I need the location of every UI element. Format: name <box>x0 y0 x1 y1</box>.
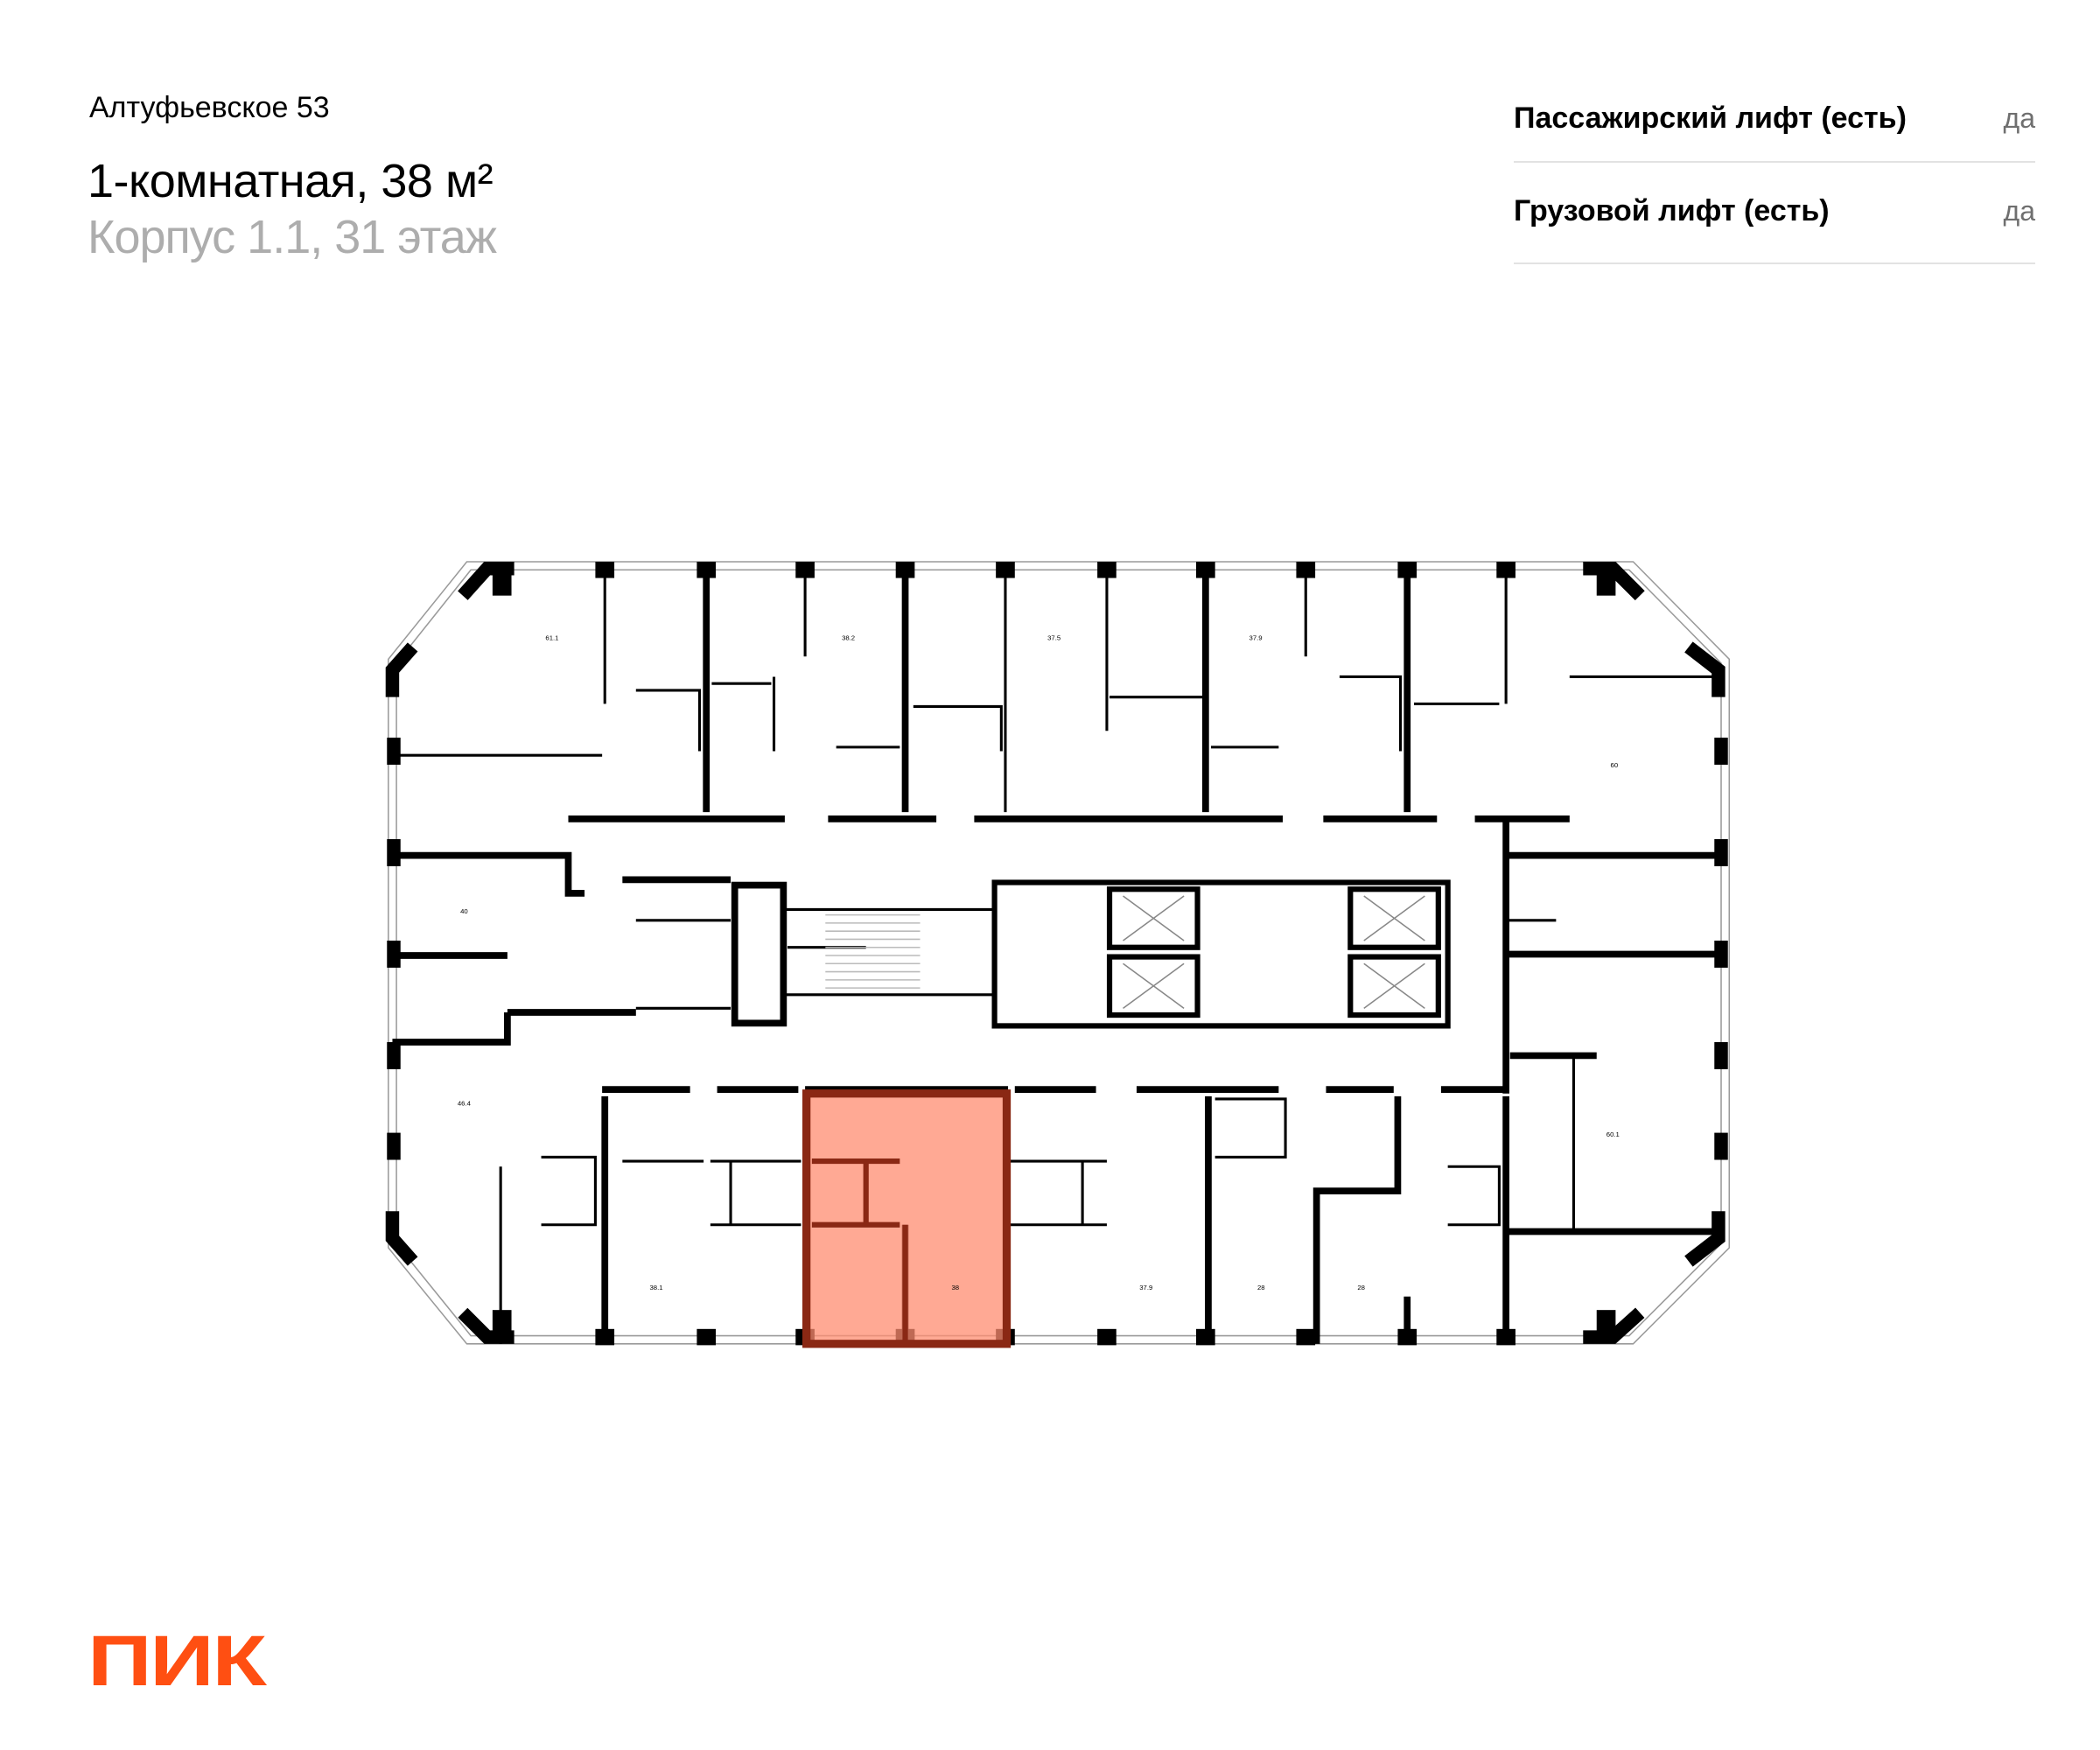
interior-walls <box>392 568 1722 1344</box>
building-floor: Корпус 1.1, 31 этаж <box>88 211 497 263</box>
feature-label: Пассажирский лифт (есть) <box>1514 101 1907 135</box>
area-label: 38.2 <box>842 634 855 642</box>
area-label: 40 <box>460 907 468 915</box>
corner-walls <box>385 562 1726 1344</box>
feature-value: да <box>2003 102 2035 134</box>
feature-freight-lift: Грузовой лифт (есть) да <box>1514 163 2035 264</box>
feature-label: Грузовой лифт (есть) <box>1514 193 1830 228</box>
pier <box>387 1041 401 1069</box>
features-list: Пассажирский лифт (есть) да Грузовой лиф… <box>1514 79 2035 264</box>
pier <box>387 941 401 968</box>
feature-passenger-lift: Пассажирский лифт (есть) да <box>1514 79 2035 163</box>
area-label-selected: 38 <box>951 1284 959 1292</box>
pier <box>387 1132 401 1160</box>
area-label: 46.4 <box>458 1100 472 1108</box>
project-name: Алтуфьевское 53 <box>89 91 330 124</box>
area-label: 60.1 <box>1606 1130 1620 1138</box>
pier <box>387 738 401 765</box>
apartment-title: 1-комнатная, 38 м² <box>88 155 494 207</box>
area-label: 28 <box>1257 1284 1265 1292</box>
elevator-icons <box>1106 886 1441 1018</box>
area-label: 38.1 <box>649 1284 662 1292</box>
area-label: 37.5 <box>1047 634 1060 642</box>
pier <box>1714 738 1728 765</box>
pier <box>1296 1328 1316 1346</box>
area-label: 60 <box>1611 761 1619 769</box>
pier <box>1714 1132 1728 1160</box>
pik-logo: ПИК <box>88 1621 267 1701</box>
pier <box>1714 1041 1728 1069</box>
apartment-area-labels: 61.1 38.2 37.5 37.9 60 40 46.4 38.1 38 3… <box>458 634 1620 1292</box>
area-label: 28 <box>1357 1284 1365 1292</box>
stair-core <box>731 879 1451 1029</box>
pier <box>696 1328 717 1346</box>
area-label: 61.1 <box>545 634 558 642</box>
area-label: 37.9 <box>1139 1284 1152 1292</box>
selected-apartment-highlight[interactable] <box>802 1089 1012 1348</box>
area-label: 37.9 <box>1250 634 1263 642</box>
pier <box>1097 1328 1116 1346</box>
feature-value: да <box>2003 194 2035 227</box>
